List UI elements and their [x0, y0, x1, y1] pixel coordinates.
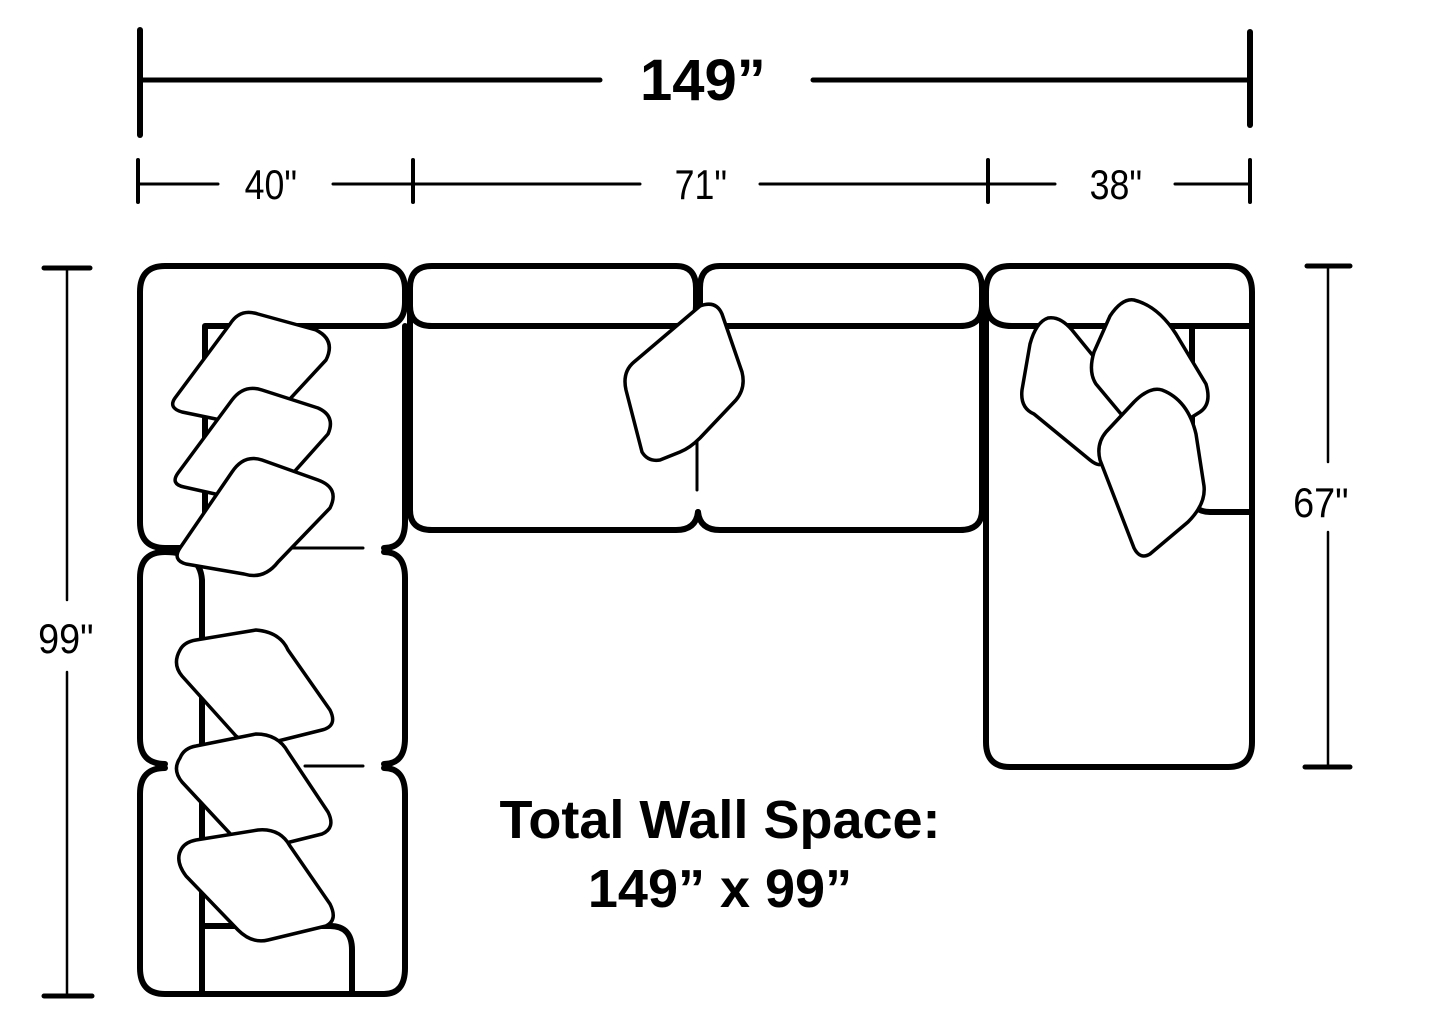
pillow-icon: [174, 732, 333, 851]
segment-dimensions: [136, 158, 1252, 204]
pillow-icon: [177, 828, 335, 943]
left-depth-label: 99": [38, 615, 94, 662]
pillow-icon: [174, 628, 335, 747]
overall-width-dimension: [137, 27, 1253, 138]
right-depth-label: 67": [1293, 479, 1349, 526]
pillow-icon: [175, 456, 335, 578]
segment-label-center: 71": [674, 161, 728, 208]
pillow-icon: [1020, 316, 1128, 467]
pillows: [170, 298, 1210, 943]
right-depth-dimension: [1302, 263, 1353, 770]
segment-label-right: 38": [1089, 161, 1143, 208]
segment-label-left: 40": [244, 161, 298, 208]
pillow-icon: [1097, 387, 1206, 558]
pillow-icon: [623, 302, 745, 463]
left-depth-dimension: [41, 265, 95, 999]
caption-title: Total Wall Space:: [499, 790, 941, 850]
overall-width-label: 149”: [640, 48, 766, 113]
caption-dimensions: 149” x 99”: [587, 859, 853, 919]
